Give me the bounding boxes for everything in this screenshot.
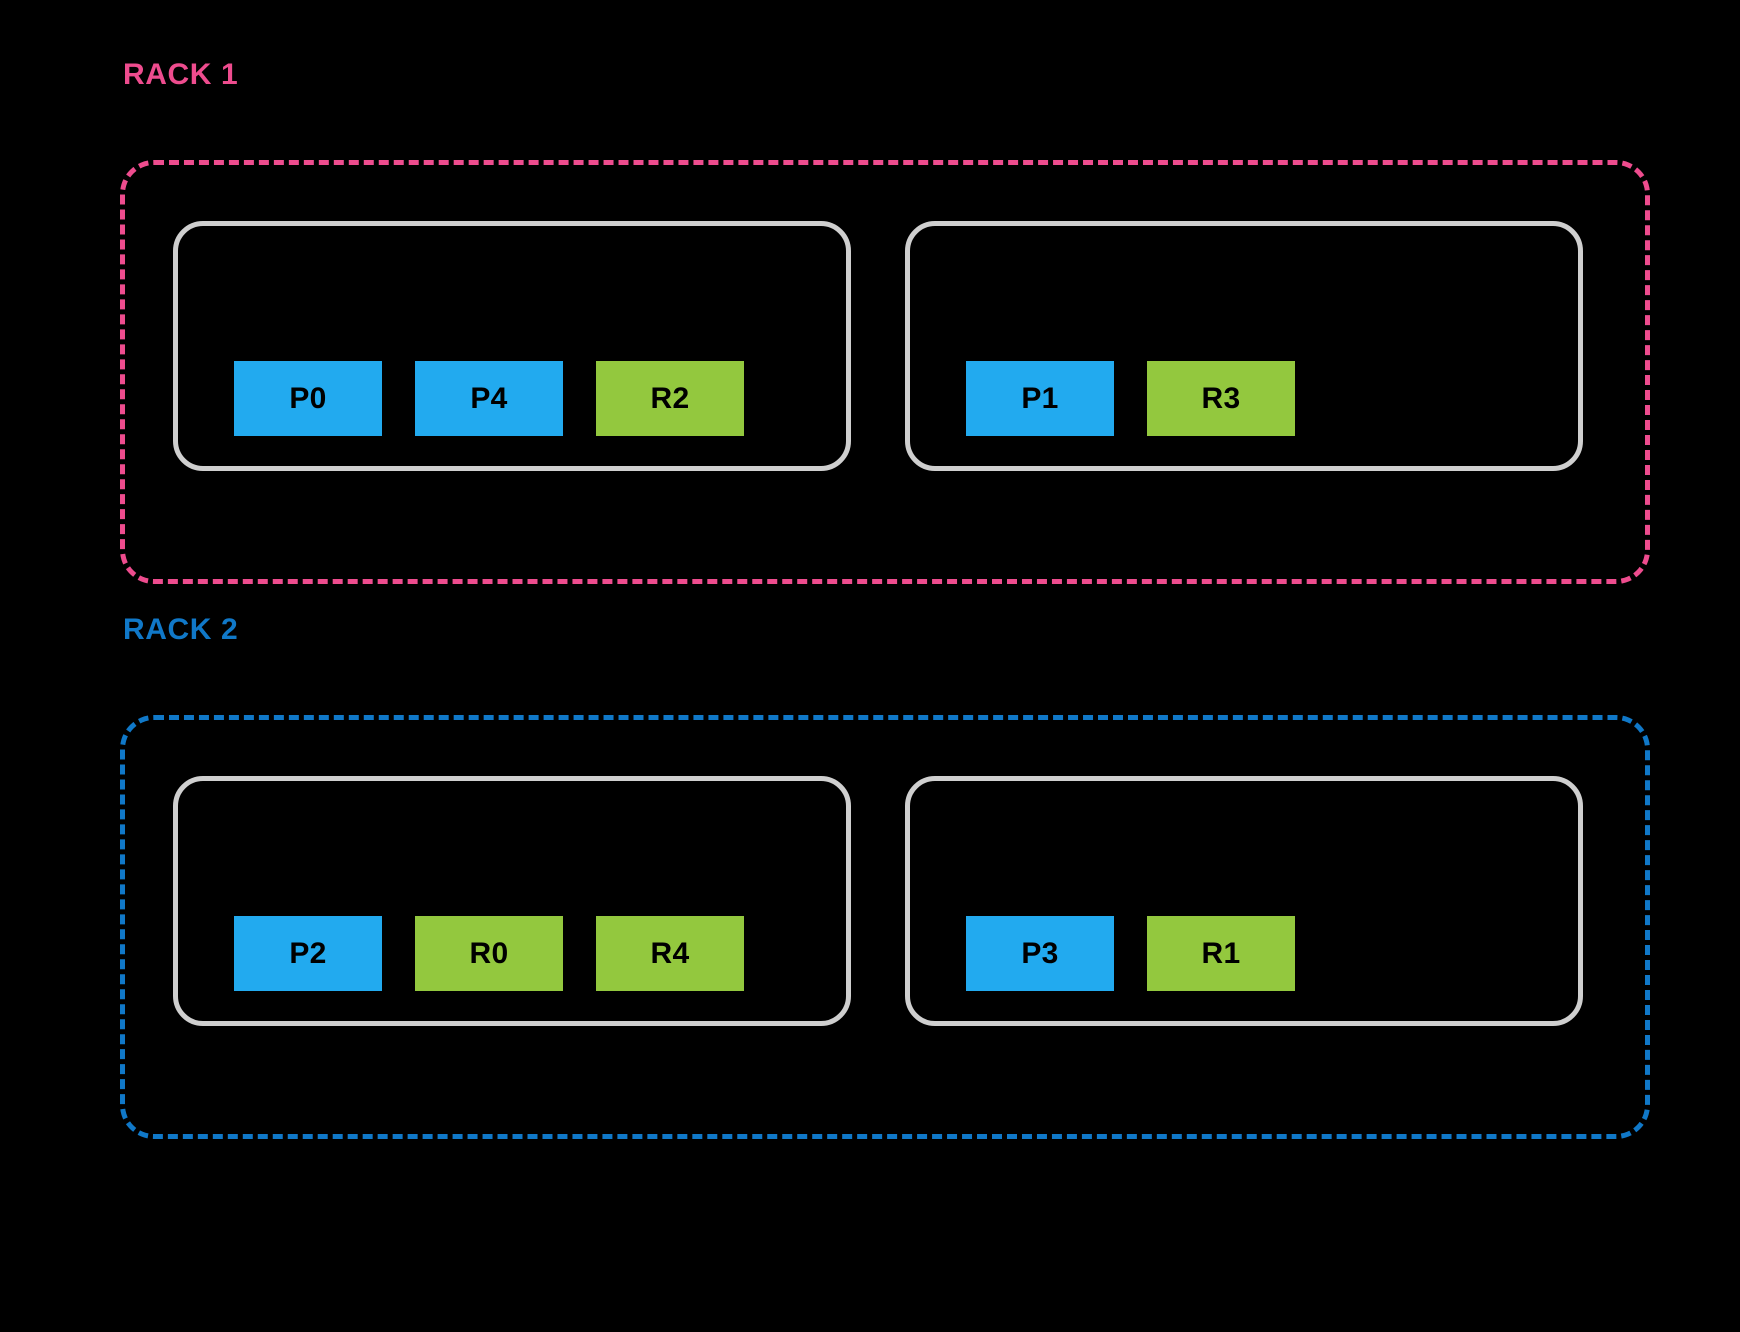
shard-row-rack1-node1: P0 P4 R2 — [178, 361, 846, 436]
shard-r0[interactable]: R0 — [415, 916, 563, 991]
rack-boundary-1: P0 P4 R2 P1 R3 — [120, 160, 1650, 584]
shard-r1[interactable]: R1 — [1147, 916, 1295, 991]
shard-row-rack1-node2: P1 R3 — [910, 361, 1578, 436]
shard-p0[interactable]: P0 — [234, 361, 382, 436]
shard-row-rack2-node1: P2 R0 R4 — [178, 916, 846, 991]
rack-boundary-2: P2 R0 R4 P3 R1 — [120, 715, 1650, 1139]
shard-r4[interactable]: R4 — [596, 916, 744, 991]
shard-r3[interactable]: R3 — [1147, 361, 1295, 436]
node-box-rack1-node1[interactable]: P0 P4 R2 — [173, 221, 851, 471]
shard-p2[interactable]: P2 — [234, 916, 382, 991]
node-box-rack1-node2[interactable]: P1 R3 — [905, 221, 1583, 471]
shard-r2[interactable]: R2 — [596, 361, 744, 436]
shard-p1[interactable]: P1 — [966, 361, 1114, 436]
rack-label-2: RACK 2 — [123, 613, 239, 646]
shard-p4[interactable]: P4 — [415, 361, 563, 436]
rack-label-1: RACK 1 — [123, 58, 239, 91]
node-box-rack2-node2[interactable]: P3 R1 — [905, 776, 1583, 1026]
shard-p3[interactable]: P3 — [966, 916, 1114, 991]
shard-row-rack2-node2: P3 R1 — [910, 916, 1578, 991]
node-box-rack2-node1[interactable]: P2 R0 R4 — [173, 776, 851, 1026]
